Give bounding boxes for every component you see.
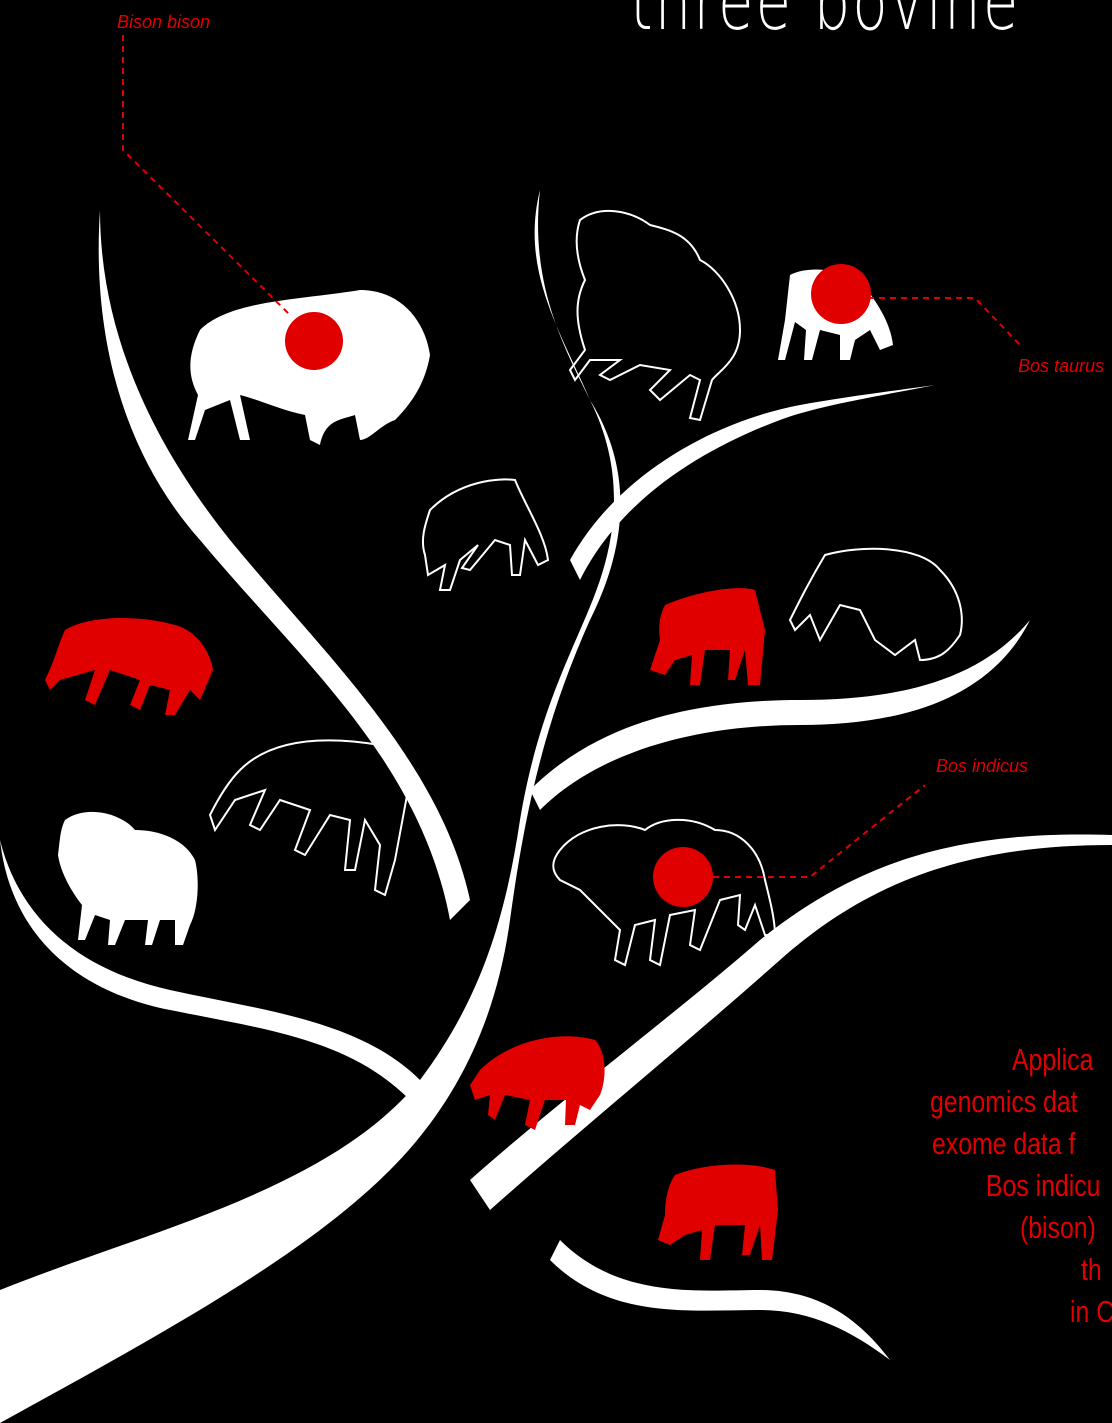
cow-silhouette	[650, 588, 765, 685]
cow-silhouette	[658, 1165, 778, 1260]
page-title: three bovine	[630, 0, 1020, 42]
leader-line-bison	[123, 35, 290, 315]
caption-line-5: (bison)	[1020, 1208, 1096, 1248]
label-bos-taurus: Bos taurus	[1018, 356, 1104, 377]
tree-branch-bottom	[550, 1240, 890, 1360]
marker-dot	[285, 312, 343, 370]
label-bison-bison: Bison bison	[117, 12, 210, 33]
bison-silhouette	[45, 618, 213, 715]
caption-line-7: in C	[1070, 1292, 1112, 1332]
caption-line-2: genomics dat	[930, 1082, 1078, 1122]
caption-line-1: Applica	[1012, 1040, 1093, 1080]
leader-lines	[123, 35, 1020, 877]
caption-line-4: Bos indicu	[986, 1166, 1100, 1206]
marker-dot	[653, 847, 713, 907]
leader-line-indicus	[713, 785, 925, 877]
caption-line-3: exome data f	[932, 1124, 1075, 1164]
tree-branch-right	[570, 385, 935, 580]
caption-line-6: th	[1081, 1250, 1102, 1290]
label-bos-indicus: Bos indicus	[936, 756, 1028, 777]
cow-silhouette	[210, 740, 408, 895]
marker-dot	[811, 264, 871, 324]
sheep-silhouette	[570, 211, 740, 420]
sheep-silhouette	[58, 812, 198, 945]
tree-branch-lower-left	[0, 840, 420, 1100]
cow-silhouette	[423, 479, 548, 590]
tree-branch-mid-right	[530, 620, 1030, 810]
bison-silhouette	[790, 549, 962, 660]
